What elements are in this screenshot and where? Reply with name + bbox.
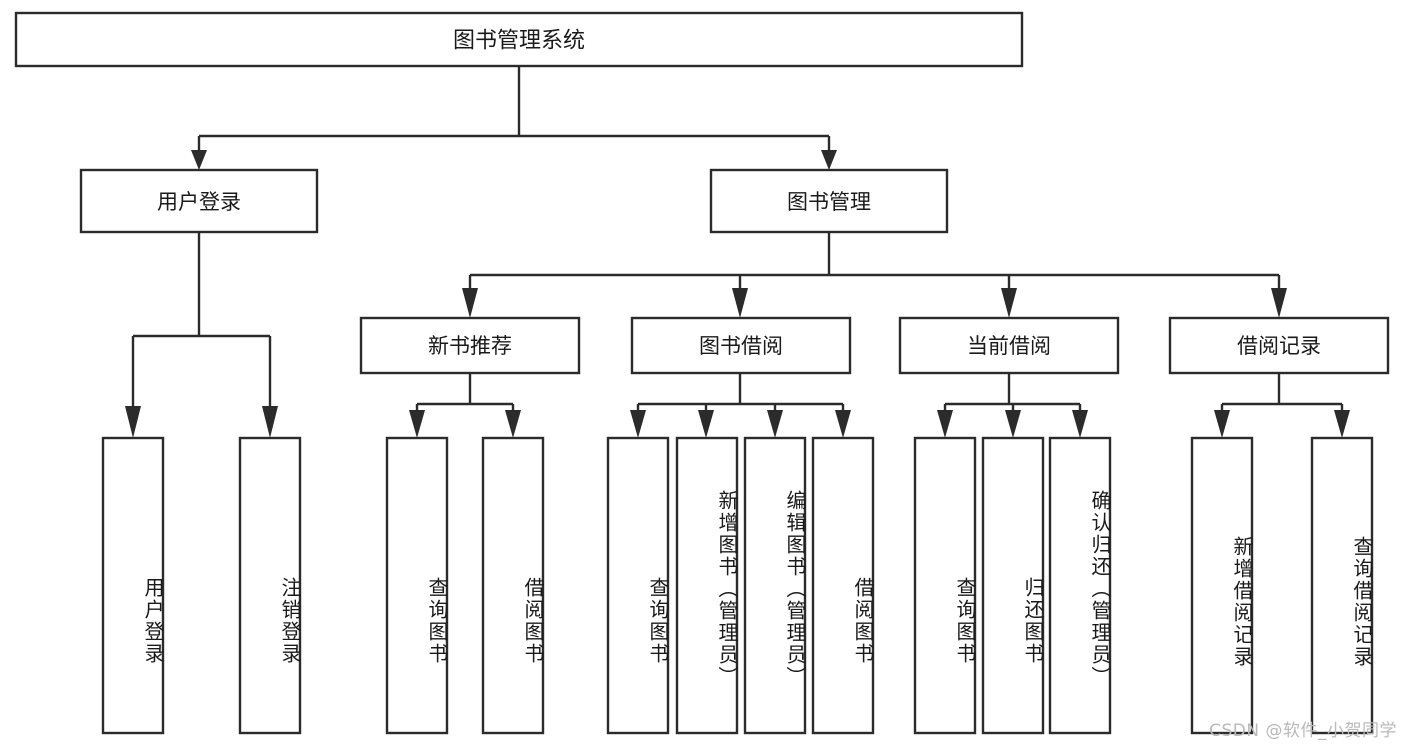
- arrow-head-leaf-query-book-2: [630, 410, 646, 438]
- node-book-borrow[interactable]: 图书借阅: [630, 316, 852, 375]
- arrow-head-leaf-confirm-return: [1072, 410, 1088, 438]
- node-current-borrow[interactable]: 当前借阅: [898, 316, 1120, 375]
- connector-group-bookborrow-leaves: [630, 373, 851, 438]
- node-borrow-record[interactable]: 借阅记录: [1168, 316, 1390, 375]
- leaf-box-query-book-1[interactable]: [385, 436, 449, 735]
- arrow-head-new-book-recommend: [462, 288, 478, 318]
- node-book-management-box[interactable]: [709, 168, 949, 234]
- node-new-book-recommend-box[interactable]: [359, 316, 581, 375]
- node-new-book-recommend-label: 新书推荐: [428, 334, 512, 358]
- node-user-login-label: 用户登录: [157, 190, 241, 214]
- arrow-head-book-borrow: [732, 288, 748, 318]
- arrow-head-leaf-query-book-3: [937, 410, 953, 438]
- arrow-head-leaf-add-record: [1214, 410, 1230, 438]
- arrow-head-current-borrow: [1001, 288, 1017, 318]
- arrow-head-leaf-edit-book: [767, 410, 783, 438]
- node-user-login[interactable]: 用户登录: [79, 168, 319, 234]
- leaf-box-add-book[interactable]: [675, 436, 739, 735]
- arrow-head-borrow-record: [1271, 288, 1287, 318]
- leaf-box-add-record[interactable]: [1190, 436, 1254, 735]
- node-root[interactable]: 图书管理系统: [14, 11, 1024, 68]
- csdn-watermark: CSDN @软件_小贺同学: [1209, 721, 1397, 741]
- node-borrow-record-box[interactable]: [1168, 316, 1390, 375]
- arrow-head-leaf-query-record: [1334, 410, 1350, 438]
- leaf-box-confirm-return[interactable]: [1048, 436, 1112, 735]
- arrow-head-leaf-logout: [262, 406, 278, 438]
- leaf-box-query-book-3[interactable]: [913, 436, 977, 735]
- arrow-head-leaf-return-book: [1005, 410, 1021, 438]
- leaf-box-edit-book[interactable]: [743, 436, 807, 735]
- leaf-box-return-book[interactable]: [981, 436, 1045, 735]
- node-book-borrow-box[interactable]: [630, 316, 852, 375]
- node-current-borrow-box[interactable]: [898, 316, 1120, 375]
- arrow-head-leaf-user-login: [125, 406, 141, 438]
- node-user-login-box[interactable]: [79, 168, 319, 234]
- connector-group-root-to-level1: [191, 66, 837, 170]
- node-root-label: 图书管理系统: [453, 29, 585, 54]
- node-book-management-label: 图书管理: [787, 190, 871, 214]
- leaf-box-borrow-book-1[interactable]: [481, 436, 545, 735]
- leaf-box-group: [101, 436, 1374, 735]
- arrow-head-leaf-add-book: [698, 410, 714, 438]
- connector-group-borrowrecord-leaves: [1214, 373, 1350, 438]
- connector-group-booksys-to-level2: [462, 232, 1287, 318]
- leaf-box-query-record[interactable]: [1310, 436, 1374, 735]
- arrow-head-user-login: [191, 150, 207, 170]
- arrow-head-leaf-borrow-book-1: [505, 410, 521, 438]
- leaf-box-user-login[interactable]: [101, 436, 165, 735]
- arrow-head-leaf-query-book-1: [409, 410, 425, 438]
- arrow-head-book-manage: [821, 150, 837, 170]
- connector-group-userlogin-leaves: [125, 232, 278, 438]
- node-root-box[interactable]: [14, 11, 1024, 68]
- node-new-book-recommend[interactable]: 新书推荐: [359, 316, 581, 375]
- node-book-management[interactable]: 图书管理: [709, 168, 949, 234]
- leaf-box-logout[interactable]: [238, 436, 302, 735]
- connector-group-newbook-leaves: [409, 373, 521, 438]
- leaf-box-borrow-book-2[interactable]: [811, 436, 875, 735]
- node-current-borrow-label: 当前借阅: [967, 334, 1051, 358]
- node-borrow-record-label: 借阅记录: [1237, 334, 1321, 358]
- connector-group-currentborrow-leaves: [937, 373, 1088, 438]
- arrow-head-leaf-borrow-book-2: [835, 410, 851, 438]
- node-book-borrow-label: 图书借阅: [699, 334, 783, 358]
- leaf-box-query-book-2[interactable]: [606, 436, 670, 735]
